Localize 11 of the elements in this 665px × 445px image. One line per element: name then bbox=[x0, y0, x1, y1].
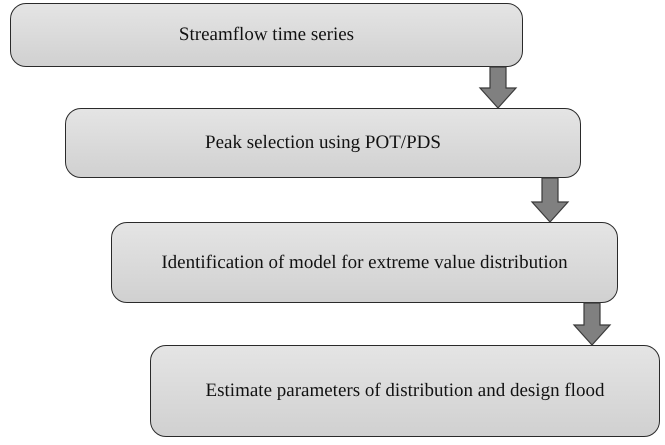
step-text: Identification of model for extreme value distribution bbox=[160, 250, 569, 275]
step-text: Streamflow time series bbox=[178, 23, 354, 48]
step-text: Peak selection using POT/PDS bbox=[205, 131, 441, 156]
process-box bbox=[150, 345, 660, 437]
step-text: Estimate parameters of distribution and design flood bbox=[204, 379, 606, 404]
block-arrow bbox=[530, 177, 570, 223]
process-box bbox=[111, 222, 618, 303]
block-arrow bbox=[572, 302, 612, 346]
block-arrow bbox=[478, 66, 518, 109]
process-box bbox=[65, 108, 581, 178]
process-box bbox=[10, 3, 523, 67]
